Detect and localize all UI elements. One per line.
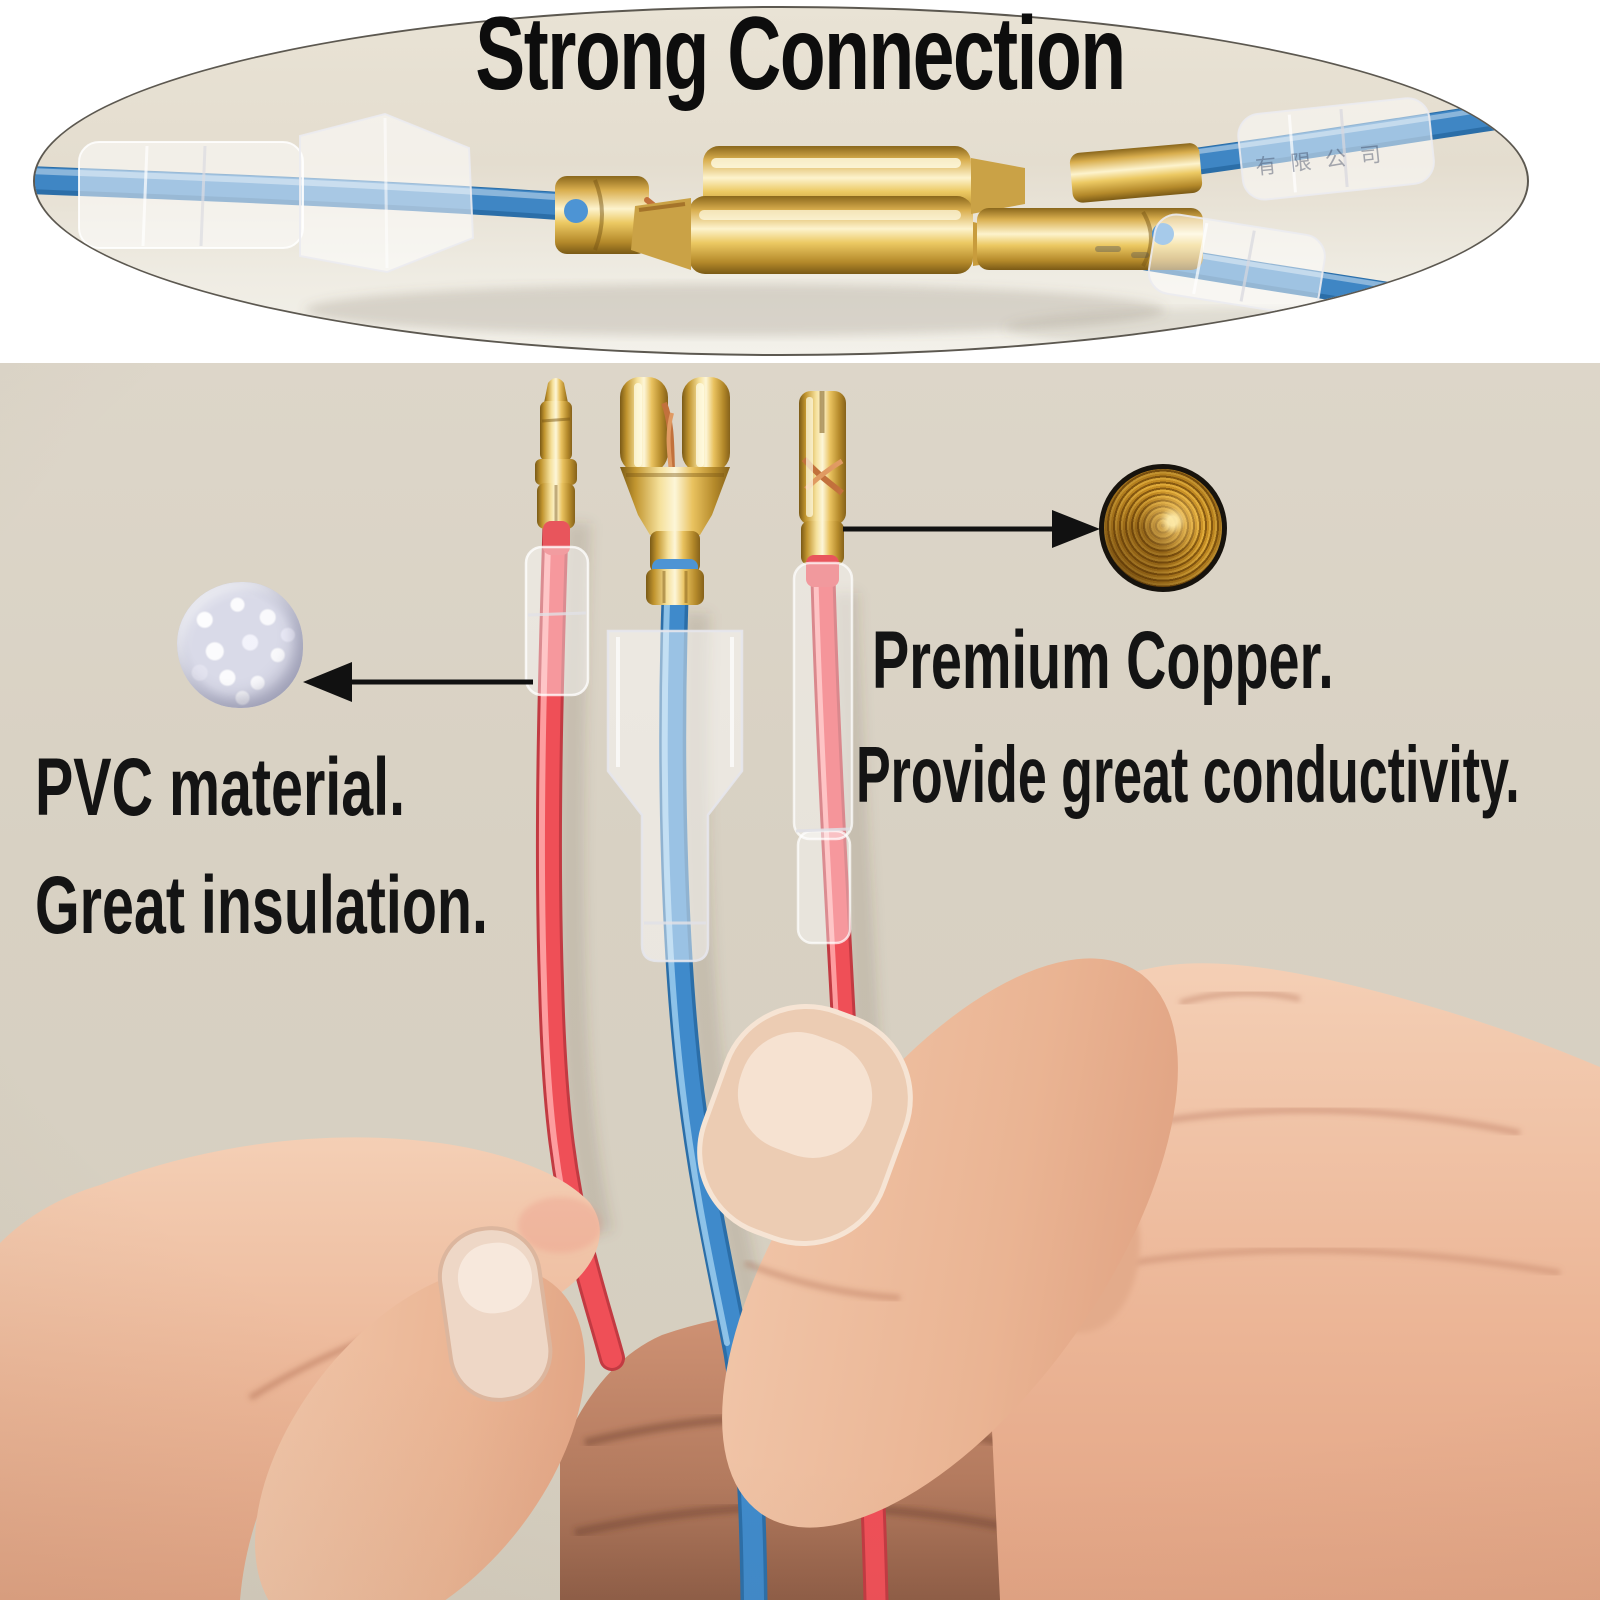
hero-photo-ellipse: 有限公司 [33, 6, 1529, 356]
right-hand [697, 958, 1600, 1600]
pvc-caption-line1: PVC material. [35, 742, 406, 833]
hero-right-upper-wire: 有限公司 [1069, 97, 1502, 203]
copper-caption-line2: Provide great conductivity. [856, 730, 1520, 819]
pvc-caption-line2: Great insulation. [35, 860, 488, 951]
hero-photo-art: 有限公司 [35, 97, 1525, 348]
copper-caption-line1: Premium Copper. [872, 615, 1334, 706]
hero-title: Strong Connection [0, 0, 1600, 109]
clear-spade-cover [606, 629, 744, 963]
hero-barrel-connector [631, 146, 1027, 274]
female-spade-terminal [606, 377, 744, 963]
clear-sleeve-right [792, 561, 854, 945]
female-bullet-terminal [792, 391, 854, 945]
left-hand [0, 1137, 602, 1600]
right-thumb [697, 958, 1178, 1528]
hero-left-gold-crimp [555, 176, 649, 254]
male-bullet-terminal [524, 378, 590, 697]
pvc-pellets-photo-disc [177, 582, 303, 708]
product-detail-section: PVC material. Great insulation. Premium … [0, 363, 1600, 1600]
hero-shadow [305, 284, 1165, 336]
hero-title-text: Strong Connection [475, 0, 1126, 112]
hero-section: 有限公司 Strong Connection [0, 0, 1600, 363]
hero-shadow-right [1005, 308, 1525, 348]
red-wire-left [535, 498, 625, 1371]
pvc-arrow [303, 662, 533, 702]
clear-sleeve-left [524, 545, 590, 697]
left-thumb [255, 1226, 585, 1600]
copper-coil-photo-disc [1099, 464, 1227, 592]
copper-arrow [843, 510, 1100, 548]
product-photo-art [0, 377, 1600, 1600]
hero-left-clear-sleeve [78, 112, 475, 274]
